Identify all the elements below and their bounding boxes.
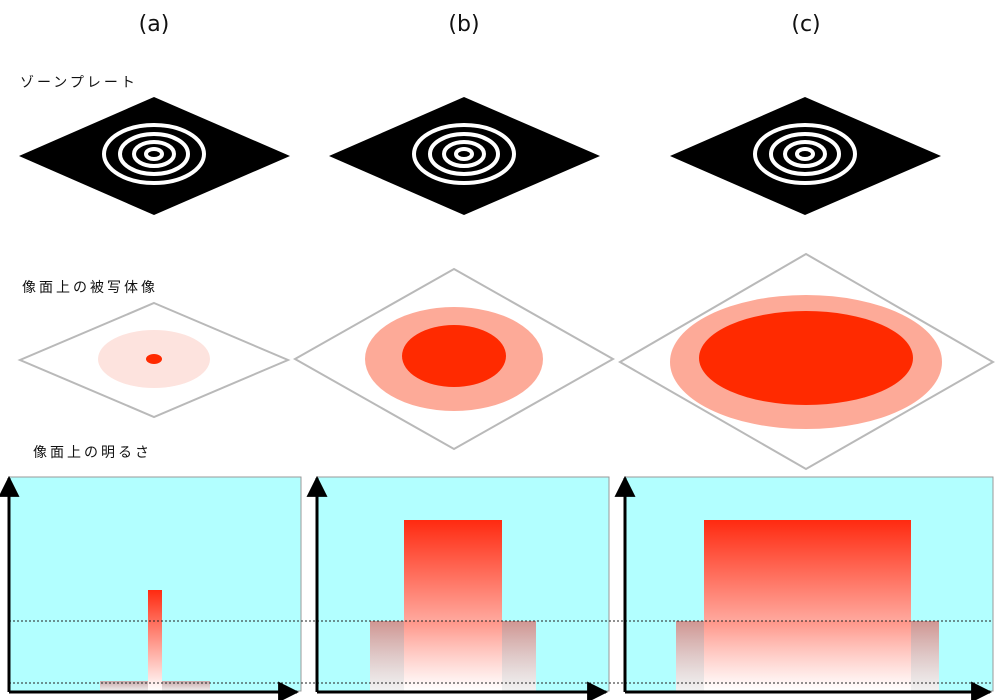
peak-bar-a <box>148 590 162 691</box>
image-core-c <box>699 311 913 405</box>
image-core-a <box>146 354 162 364</box>
image-plane-b <box>292 267 616 451</box>
row-label-brightness: 像面上の明るさ <box>33 445 152 461</box>
brightness-plot-a <box>100 590 210 691</box>
brightness-plot-c <box>676 520 939 691</box>
column-label-c: (c) <box>791 12 821 37</box>
image-plane-c <box>618 252 996 471</box>
halo-bar-a-left <box>100 681 148 691</box>
brightness-plot-b <box>370 520 536 691</box>
row-label-object-image: 像面上の被写体像 <box>22 280 158 296</box>
zone-plate-b <box>329 97 600 215</box>
axes-b <box>306 475 609 700</box>
image-core-b <box>402 325 506 387</box>
column-label-a: (a) <box>138 12 170 37</box>
zone-plate-c <box>670 97 941 215</box>
axes-a <box>0 475 300 700</box>
axes-c <box>614 475 993 700</box>
halo-bar-a-right <box>162 681 210 691</box>
row-label-zone-plate: ゾーンプレート <box>20 75 138 91</box>
image-plane-a <box>17 301 291 419</box>
column-label-b: (b) <box>448 12 480 37</box>
zone-plate-a <box>19 97 290 215</box>
